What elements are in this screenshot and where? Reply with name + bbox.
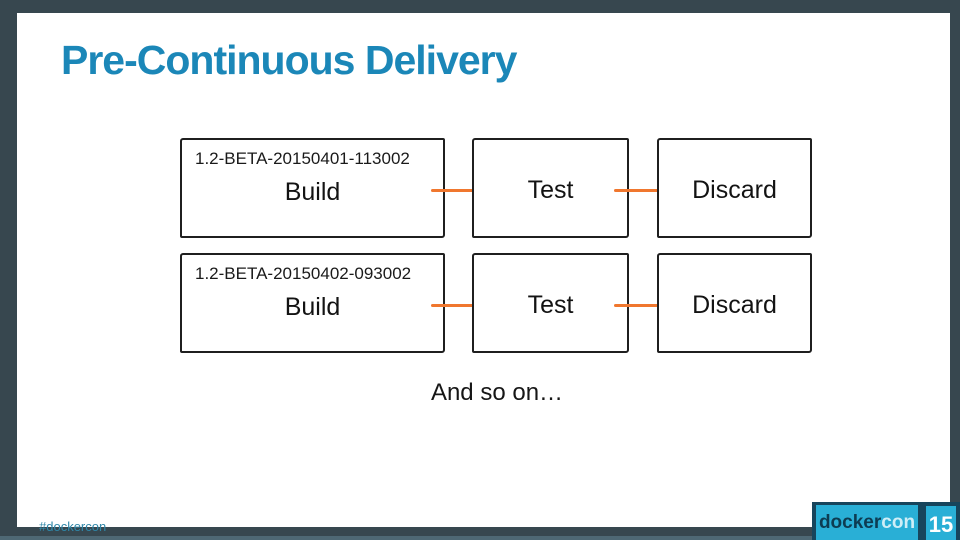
stage-label-test-row2: Test — [527, 291, 574, 319]
arrow-shaft — [431, 304, 482, 307]
stage-label-build-row1: Build — [284, 178, 341, 206]
discard-box-row1: Discard — [657, 138, 812, 238]
hashtag-label: #dockercon — [39, 519, 107, 534]
arrow-shaft — [614, 304, 667, 307]
arrow-shaft — [614, 189, 667, 192]
logo-text-con: con — [881, 511, 916, 533]
slide-title: Pre-Continuous Delivery — [61, 37, 517, 83]
slide-page-number: 15 — [926, 506, 956, 540]
build-box-row2: 1.2-BETA-20150402-093002 Build — [180, 253, 445, 353]
build-version-label-row1: 1.2-BETA-20150401-113002 — [195, 149, 410, 168]
stage-label-build-row2: Build — [284, 293, 341, 321]
discard-box-row2: Discard — [657, 253, 812, 353]
slide-canvas: Pre-Continuous Delivery 1.2-BETA-2015040… — [17, 13, 960, 540]
stage-label-test-row1: Test — [527, 176, 574, 204]
stage-label-discard-row1: Discard — [692, 176, 777, 204]
frame-bottom-accent — [0, 536, 960, 540]
test-box-row2: Test — [472, 253, 629, 353]
and-so-on-text: And so on… — [430, 379, 564, 406]
logo-text-docker: docker — [818, 511, 882, 533]
test-box-row1: Test — [472, 138, 629, 238]
stage-label-discard-row2: Discard — [692, 291, 777, 319]
build-box-row1: 1.2-BETA-20150401-113002 Build — [180, 138, 445, 238]
build-version-label-row2: 1.2-BETA-20150402-093002 — [195, 264, 412, 283]
arrow-shaft — [431, 189, 482, 192]
